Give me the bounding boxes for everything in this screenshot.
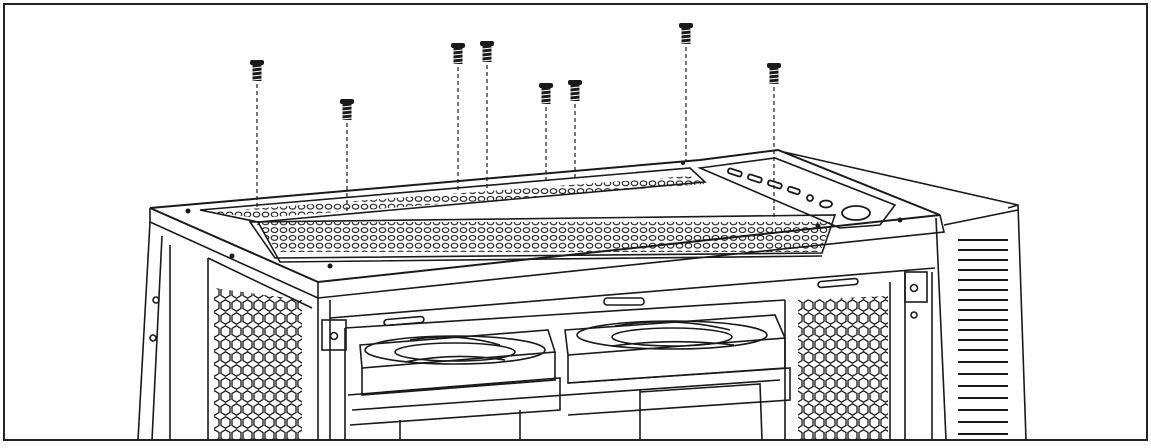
screw-thread [769,77,779,80]
screw-thread [541,89,551,92]
screw-thread [342,113,352,116]
screw-head [250,60,264,65]
screw-thread [482,47,492,50]
screw-thread [681,33,691,36]
screw-thread [541,101,551,104]
corner-brackets [149,271,928,351]
screw [340,99,354,212]
screw-thread [482,59,492,62]
screw-thread [342,105,352,108]
screw-head [340,99,354,104]
screw-shaft [570,84,580,101]
front-panel-vents [958,239,1008,435]
screw-shaft [681,27,691,44]
screw [480,41,494,188]
screw-head [480,41,494,46]
screws [250,23,781,218]
screw-thread [453,61,463,64]
screw-thread [570,98,580,101]
fans [347,314,791,441]
screw-thread [769,73,779,76]
fan-left-blades [364,335,546,365]
screw [451,43,465,190]
screw-shaft [482,45,492,62]
screw-thread [342,117,352,120]
screw-head [539,83,553,88]
screw-thread [570,86,580,89]
screw-thread [252,66,262,69]
fan-right-blades [576,320,768,350]
screw-shaft [252,64,262,81]
screw-thread [252,70,262,73]
screw-head [568,80,582,85]
screw-thread [681,41,691,44]
screw-thread [342,109,352,112]
screw-head [451,43,465,48]
top-mesh-main [255,222,832,252]
screw-thread [252,74,262,77]
screw-thread [769,81,779,84]
screw-thread [453,57,463,60]
screw-shaft [342,103,352,120]
screw-shaft [541,87,551,104]
rail-slot-right [817,277,859,289]
screw [767,63,781,218]
screw-thread [570,94,580,97]
screw [250,60,264,210]
screw-thread [541,97,551,100]
screw-thread [681,29,691,32]
screw-thread [252,78,262,81]
case-front-panel [774,149,1027,441]
screw-head [767,63,781,68]
screw [679,23,693,162]
screw-shaft [769,67,779,84]
screw-thread [681,37,691,40]
screw-thread [453,53,463,56]
diagram-border [3,3,1148,441]
screw-thread [570,90,580,93]
screw-thread [482,51,492,54]
right-side-mesh [798,296,888,440]
io-panel [697,157,897,229]
screw [568,80,582,180]
screw [539,83,553,182]
screw-thread [453,49,463,52]
screw-holes [185,161,903,269]
screw-shaft [453,47,463,64]
screw-thread [482,55,492,58]
rail-slot-center [603,297,645,306]
screw-thread [541,93,551,96]
left-side-mesh [214,288,302,440]
screw-head [679,23,693,28]
screw-thread [769,69,779,72]
rail-slot-left [383,315,425,327]
